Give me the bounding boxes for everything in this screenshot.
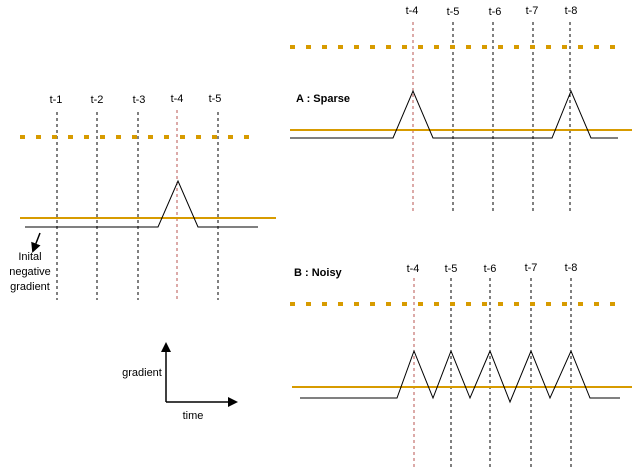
left-tick-label-5: t-5 [209, 93, 222, 105]
a-tick-label-1: t-4 [406, 5, 419, 17]
panel-a: t-4 t-5 t-6 t-7 t-8 A : Sparse [290, 5, 632, 212]
axes-legend: gradient time [122, 342, 238, 422]
a-tick-label-5: t-8 [565, 5, 578, 17]
b-panel-title: B : Noisy [294, 267, 343, 279]
a-tick-label-3: t-6 [489, 6, 502, 18]
annotation-arrow [31, 232, 41, 253]
left-tick-label-1: t-1 [50, 94, 63, 106]
b-tick-label-5: t-8 [565, 262, 578, 274]
b-tick-label-2: t-5 [445, 263, 458, 275]
b-tick-label-4: t-7 [525, 262, 538, 274]
b-tick-label-3: t-6 [484, 263, 497, 275]
a-signal-line [290, 89, 618, 139]
annotation-line-3: gradient [10, 281, 50, 293]
x-axis-label: time [183, 410, 204, 422]
annotation-line-1: Inital [18, 251, 41, 263]
a-tick-label-4: t-7 [526, 5, 539, 17]
a-tick-label-2: t-5 [447, 6, 460, 18]
annotation-line-2: negative [9, 266, 51, 278]
left-tick-label-2: t-2 [91, 94, 104, 106]
left-signal-line [25, 179, 258, 228]
b-tick-label-1: t-4 [407, 263, 420, 275]
left-tick-label-3: t-3 [133, 94, 146, 106]
left-panel: t-1 t-2 t-3 t-4 t-5 Inital negative grad… [9, 93, 276, 300]
b-signal-line [300, 349, 620, 404]
left-tick-label-4: t-4 [171, 93, 184, 105]
panel-b: t-4 t-5 t-6 t-7 t-8 B : Noisy [290, 262, 632, 470]
a-panel-title: A : Sparse [296, 93, 350, 105]
y-axis-label: gradient [122, 367, 162, 379]
